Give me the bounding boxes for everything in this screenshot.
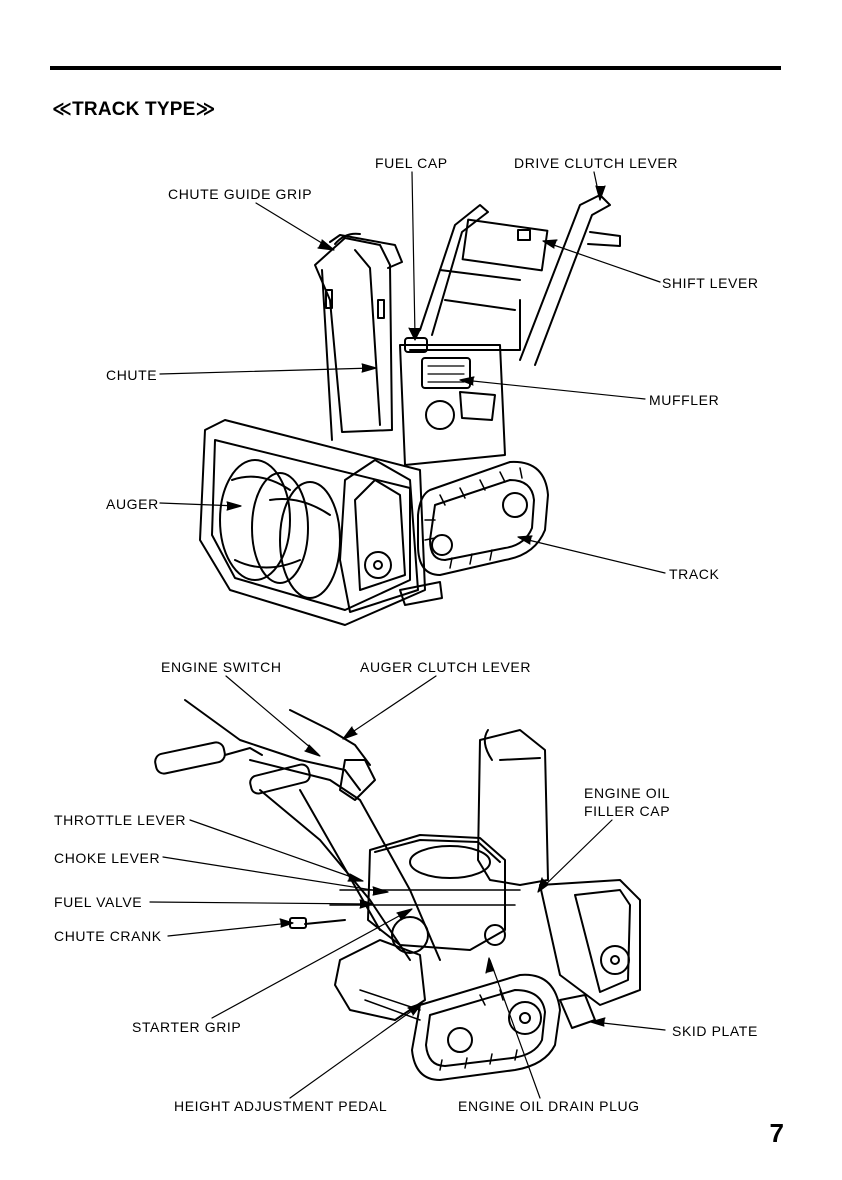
top-illustration (200, 195, 620, 625)
page-number: 7 (770, 1118, 784, 1149)
label-starter-grip: STARTER GRIP (132, 1019, 241, 1035)
label-auger-clutch-lever: AUGER CLUTCH LEVER (360, 659, 531, 675)
label-throttle-lever: THROTTLE LEVER (54, 812, 186, 828)
label-engine-switch: ENGINE SWITCH (161, 659, 282, 675)
label-track: TRACK (669, 566, 719, 582)
label-chute-guide-grip: CHUTE GUIDE GRIP (168, 186, 312, 202)
label-drive-clutch-lever: DRIVE CLUTCH LEVER (514, 155, 678, 171)
label-fuel-valve: FUEL VALVE (54, 894, 142, 910)
label-engine-oil-drain-plug: ENGINE OIL DRAIN PLUG (458, 1098, 640, 1114)
label-skid-plate: SKID PLATE (672, 1023, 758, 1039)
label-chute-crank: CHUTE CRANK (54, 928, 162, 944)
label-filler-cap: FILLER CAP (584, 803, 670, 819)
label-choke-lever: CHOKE LEVER (54, 850, 160, 866)
label-chute: CHUTE (106, 367, 157, 383)
label-muffler: MUFFLER (649, 392, 719, 408)
label-shift-lever: SHIFT LEVER (662, 275, 759, 291)
label-engine-oil: ENGINE OIL (584, 785, 670, 801)
label-fuel-cap: FUEL CAP (375, 155, 448, 171)
label-height-adjustment-pedal: HEIGHT ADJUSTMENT PEDAL (174, 1098, 387, 1114)
leader-lines (150, 172, 665, 1098)
label-auger: AUGER (106, 496, 159, 512)
